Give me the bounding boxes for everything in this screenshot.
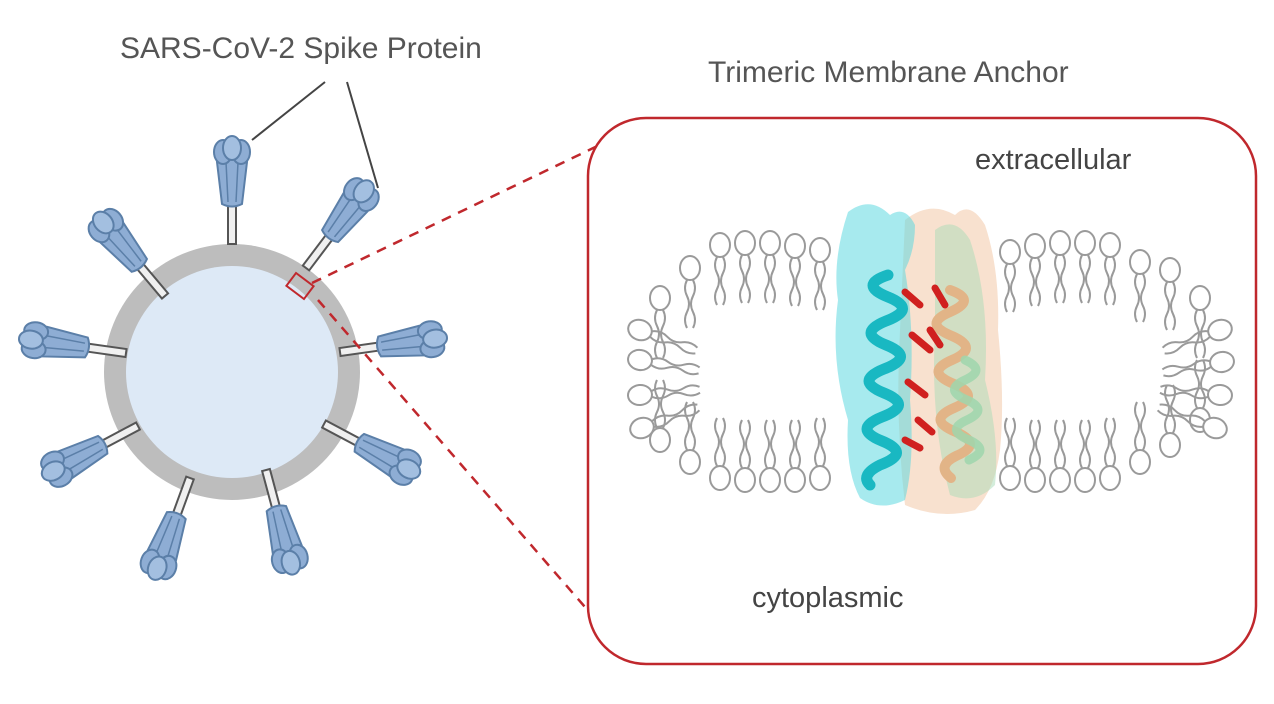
viral-interior	[126, 266, 338, 478]
extracellular-label: extracellular	[975, 144, 1132, 176]
virion	[104, 244, 360, 500]
helix-green	[950, 355, 985, 465]
spike-protein	[213, 135, 251, 245]
spike-protein	[290, 169, 387, 280]
cytoplasmic-label: cytoplasmic	[752, 582, 904, 614]
zoom-lines	[311, 138, 611, 623]
trimeric-anchor-protein	[835, 204, 1003, 515]
protein-surface-cyan	[835, 204, 915, 506]
spike-protein-title: SARS-CoV-2 Spike Protein	[120, 32, 482, 65]
title-leader-lines	[251, 81, 379, 189]
cysteine-residues	[901, 284, 949, 452]
spike-protein	[80, 200, 180, 309]
zoom-highlight-box	[285, 271, 315, 301]
helix-cyan	[861, 269, 908, 491]
membrane-anchor-title: Trimeric Membrane Anchor	[708, 56, 1069, 89]
